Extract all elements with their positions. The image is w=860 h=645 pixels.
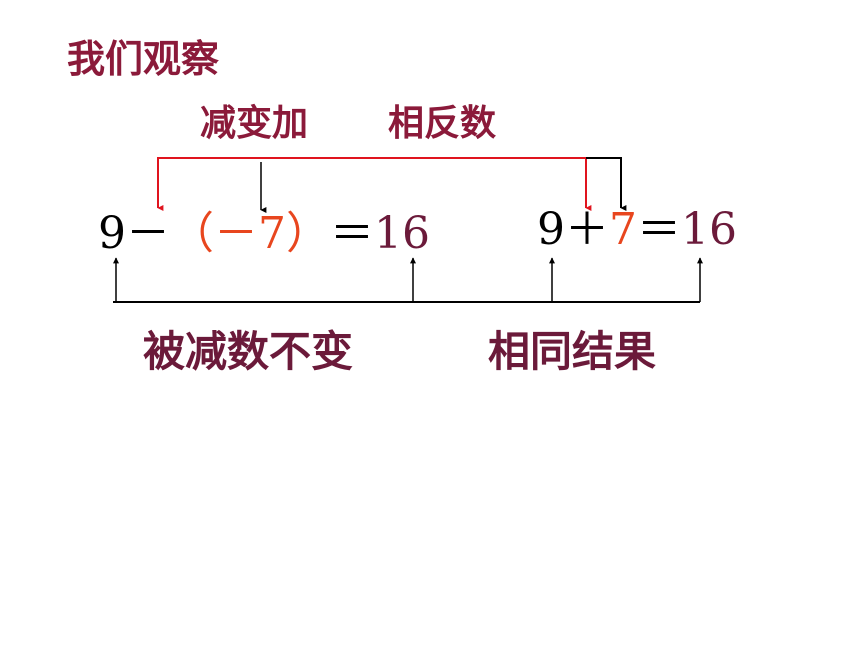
left-equals-sign: ＝	[330, 208, 374, 259]
right-first-term: 9	[537, 204, 565, 255]
label-subtract-to-add: 减变加	[200, 103, 309, 144]
black-top-bracket	[586, 157, 627, 211]
right-result: 16	[681, 204, 737, 255]
left-result: 16	[374, 208, 430, 259]
right-plus-sign: ＋	[565, 204, 609, 255]
label-opposite-number: 相反数	[388, 103, 497, 144]
left-negative-sign: －	[214, 208, 258, 259]
left-close-paren: ）	[286, 208, 330, 259]
right-equation: 9＋7＝16	[537, 208, 737, 252]
right-equals-sign: ＝	[637, 204, 681, 255]
left-minuend: 9	[98, 208, 126, 259]
right-addend: 7	[609, 204, 637, 255]
left-open-paren: （	[170, 208, 214, 259]
left-minus-sign: －	[126, 208, 170, 259]
red-top-bracket	[157, 157, 592, 211]
slide-title: 我们观察	[67, 37, 220, 81]
left-equation: 9－（－7）＝16	[98, 212, 430, 256]
label-minuend-unchanged: 被减数不变	[143, 327, 354, 376]
label-same-result: 相同结果	[488, 327, 657, 376]
left-subtrahend: 7	[258, 208, 286, 259]
